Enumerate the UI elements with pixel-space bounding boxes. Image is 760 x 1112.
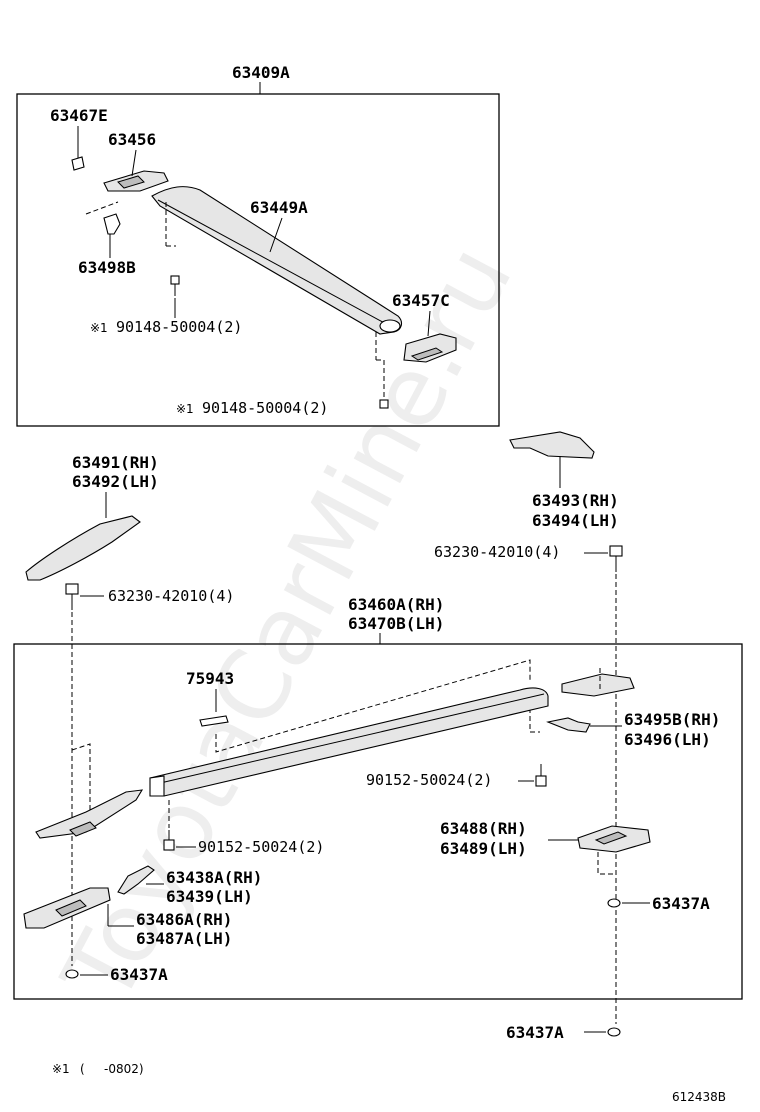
middle-parts: 63493(RH) 63494(LH) 63491(RH) 63492(LH) … <box>25 431 623 1024</box>
label-63494-lh: 63494(LH) <box>532 511 619 530</box>
clip-b-shape <box>103 213 121 235</box>
main-rail-highlight <box>155 693 545 785</box>
screw-left-head <box>163 839 175 851</box>
rear-leg-leader <box>427 310 431 337</box>
front-leg-upper-shape <box>35 789 144 839</box>
front-leg-upper-detail <box>69 821 97 837</box>
label-63460A-rh: 63460A(RH) <box>348 595 444 614</box>
clip-e-shape <box>71 156 85 171</box>
label-63438A-rh: 63438A(RH) <box>166 868 262 887</box>
label-screw-1: 90148-50004(2) <box>116 318 242 336</box>
watermark: ToyotaCarMine.ru <box>41 228 534 1022</box>
lower-assembly: 63460A(RH) 63470B(LH) 75943 63495B(RH) 6… <box>13 595 743 1000</box>
label-63457C: 63457C <box>392 291 450 310</box>
clip-b-dash <box>85 201 119 215</box>
label-63496-lh: 63496(LH) <box>624 730 711 749</box>
front-leg-upper-dash <box>71 743 91 810</box>
rail-dash-outline <box>215 659 531 753</box>
upper-assembly-frame <box>16 93 500 427</box>
pad-right-shape <box>607 898 621 908</box>
footnote-paren: ( <box>80 1062 85 1076</box>
screw-2-head <box>379 399 389 409</box>
label-75943-shape <box>199 715 229 727</box>
label-63456: 63456 <box>108 130 156 149</box>
rail-end-cap <box>379 319 401 333</box>
upper-assembly-title: 63409A <box>232 63 290 82</box>
label-pad-right: 63437A <box>652 894 710 913</box>
front-leg-leader <box>131 149 137 177</box>
screw-2-mark: ※1 <box>176 402 194 416</box>
upper-right-leg-shape <box>561 673 635 697</box>
main-rail-end <box>149 775 165 797</box>
front-leg-lower-detail <box>55 899 87 917</box>
lower-assembly-frame <box>13 643 743 1000</box>
footnote-mark: ※1 <box>52 1062 70 1076</box>
upper-assembly: 63409A 63467E 63456 63449A 63498B ※1 901… <box>16 63 500 427</box>
label-screw-right: 90152-50024(2) <box>366 771 492 789</box>
label-63467E: 63467E <box>50 106 108 125</box>
screw-1-mark: ※1 <box>90 321 108 335</box>
pad-left-shape <box>65 969 79 979</box>
bolt-right-head <box>609 545 623 557</box>
label-pad-bottom: 63437A <box>506 1023 564 1042</box>
label-75943: 75943 <box>186 669 234 688</box>
label-63491-rh: 63491(RH) <box>72 453 159 472</box>
screw-right-head <box>535 775 547 787</box>
rail-leader <box>269 217 283 253</box>
front-cover-shape <box>25 515 141 581</box>
front-leg-detail <box>117 175 145 189</box>
rear-leg-detail <box>410 347 444 361</box>
label-63493-rh: 63493(RH) <box>532 491 619 510</box>
label-screw-2: 90148-50004(2) <box>202 399 328 417</box>
label-63498B: 63498B <box>78 258 136 277</box>
bracket-shape <box>546 717 591 733</box>
bolt-left-head <box>65 583 79 595</box>
label-63489-lh: 63489(LH) <box>440 839 527 858</box>
rear-leg-lower-detail <box>594 831 628 845</box>
label-63492-lh: 63492(LH) <box>72 472 159 491</box>
label-bolt-right: 63230-42010(4) <box>434 543 560 561</box>
label-pad-left: 63437A <box>110 965 168 984</box>
label-63439-lh: 63439(LH) <box>166 887 253 906</box>
label-63449A: 63449A <box>250 198 308 217</box>
drawing-number: 612438B <box>672 1090 726 1104</box>
front-clip-shape <box>117 865 155 895</box>
label-63487A-lh: 63487A(LH) <box>136 929 232 948</box>
main-rail-shape <box>149 687 549 797</box>
label-63495B-rh: 63495B(RH) <box>624 710 720 729</box>
label-63470B-lh: 63470B(LH) <box>348 614 444 633</box>
rear-leg-dash <box>597 852 616 875</box>
pad-bottom-shape <box>607 1027 621 1037</box>
rail-highlight <box>157 199 391 327</box>
screw-1-head <box>170 275 180 285</box>
rail-dash-right <box>529 708 540 733</box>
footnote-range: -0802) <box>104 1062 144 1076</box>
label-bolt-left: 63230-42010(4) <box>108 587 234 605</box>
label-63486A-rh: 63486A(RH) <box>136 910 232 929</box>
rear-cover-shape <box>509 431 595 459</box>
label-screw-left: 90152-50024(2) <box>198 838 324 856</box>
label-63488-rh: 63488(RH) <box>440 819 527 838</box>
